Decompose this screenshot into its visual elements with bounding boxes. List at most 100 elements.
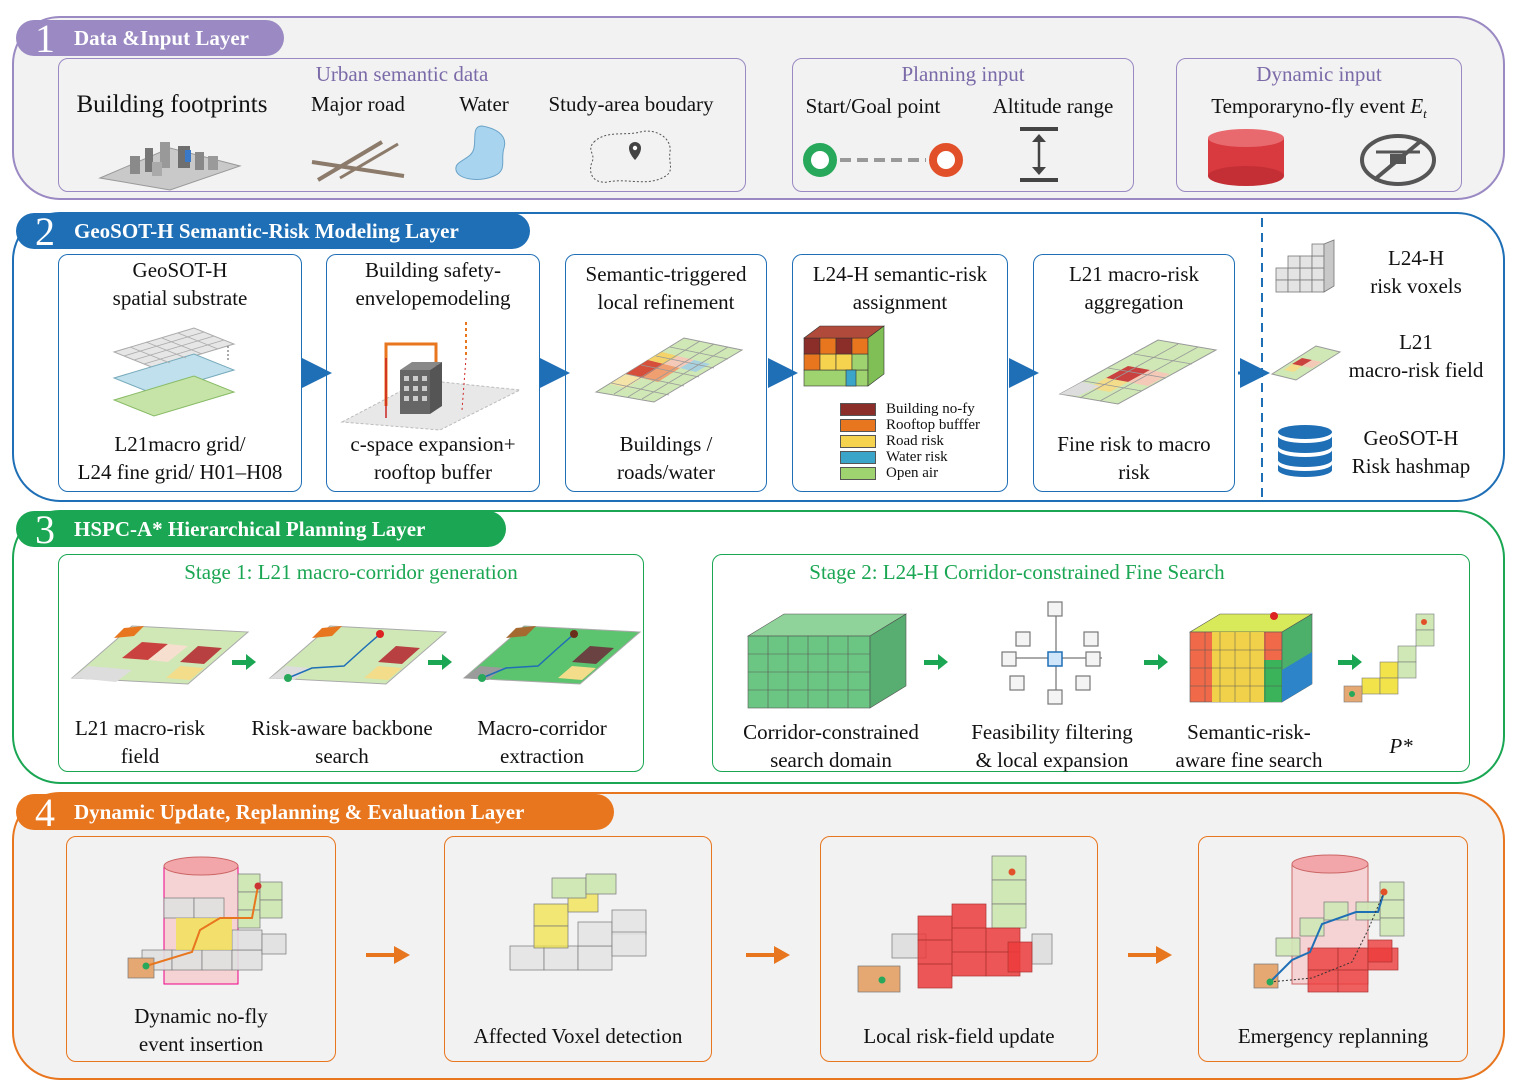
layer-4-title: Dynamic Update, Replanning & Evaluation … (74, 799, 525, 824)
stage1-step1-l1: L21 macro-risk (74, 716, 206, 740)
layer-1-number: 1 (35, 15, 55, 61)
box3-foot-1: Buildings / (619, 432, 713, 456)
stage2-step3-l2: aware fine search (1175, 748, 1323, 772)
stage1-step2-l2: search (315, 744, 369, 768)
stage2-step1-l1: Corridor-constrained (743, 720, 919, 744)
legend-building-label: Building no-fy (886, 401, 975, 417)
water-icon (455, 125, 506, 180)
major-road-icon (311, 140, 405, 182)
layer-3-number: 3 (35, 506, 55, 552)
step4-4-panel (1198, 836, 1468, 1062)
altitude-range-icon (1020, 127, 1058, 182)
step4-4-l1: Emergency replanning (1237, 1024, 1429, 1048)
step4-3-l1: Local risk-field update (863, 1024, 1055, 1048)
stage2-step1-l2: search domain (770, 748, 892, 772)
output-field-1: L21 (1399, 330, 1433, 354)
study-area-boundary-label: Study-area boudary (548, 92, 714, 116)
box3-title-1: Semantic-triggered (585, 262, 747, 286)
macro-risk-field-icon (1270, 345, 1342, 381)
legend-rooftop: Rooftop bufffer (840, 418, 980, 433)
planning-input-title: Planning input (901, 62, 1025, 86)
dynamic-input-title: Dynamic input (1256, 62, 1382, 86)
stage1-step3-l1: Macro-corridor (477, 716, 607, 740)
major-road-label: Major road (311, 92, 405, 116)
event-symbol: E (1410, 94, 1424, 118)
layer-3-badge: 3 HSPC-A* Hierarchical Planning Layer (16, 507, 506, 552)
study-area-boundary-icon (590, 130, 671, 183)
database-icon (1278, 425, 1332, 477)
planning-input-panel (792, 58, 1134, 192)
stage1-step2-l1: Risk-aware backbone (251, 716, 433, 740)
altitude-range-label: Altitude range (992, 94, 1114, 118)
no-fly-cylinder-icon (1208, 129, 1284, 186)
start-goal-icon (803, 143, 963, 177)
layer-3-title: HSPC-A* Hierarchical Planning Layer (74, 516, 426, 541)
no-fly-insertion-icon (127, 856, 287, 985)
stage1-step3-l2: extraction (500, 744, 584, 768)
legend-water-label: Water risk (886, 449, 948, 465)
stage1-backbone-icon (268, 625, 448, 685)
emergency-replanning-icon (1253, 854, 1405, 993)
box4-title-2: assignment (852, 290, 948, 314)
no-fly-event-label: Temporaryno-fly event Et (1176, 92, 1462, 128)
box2-title-2: envelopemodeling (355, 286, 511, 310)
output-voxels-2: risk voxels (1370, 274, 1462, 298)
output-hashmap-1: GeoSOT-H (1363, 426, 1459, 450)
no-fly-event-text: Temporaryno-fly event (1211, 94, 1406, 118)
legend-water: Water risk (840, 450, 948, 465)
output-hashmap-2: Risk hashmap (1351, 454, 1471, 478)
stage-1-title: Stage 1: L21 macro-corridor generation (184, 560, 518, 584)
step4-2-panel (444, 836, 712, 1062)
stage-2-panel (712, 554, 1470, 772)
stage1-macro-field-icon (70, 625, 250, 685)
stage2-step3-l1: Semantic-risk- (1187, 720, 1311, 744)
box5-foot-1: Fine risk to macro (1057, 432, 1211, 456)
no-drone-icon (1360, 134, 1436, 186)
risk-field-update-icon (857, 855, 1053, 993)
box5-title-2: aggregation (1084, 290, 1184, 314)
final-path-label: P* (1389, 734, 1413, 758)
legend-open-air: Open air (840, 466, 938, 481)
layer-4-badge: 4 Dynamic Update, Replanning & Evaluatio… (16, 790, 614, 835)
urban-semantic-title: Urban semantic data (315, 62, 489, 86)
box3-title-2: local refinement (597, 290, 735, 314)
stage1-step1-l2: field (120, 744, 160, 768)
legend-rooftop-label: Rooftop bufffer (886, 417, 981, 433)
box3-foot-2: roads/water (617, 460, 715, 484)
step4-1-panel (66, 836, 336, 1062)
layer-2-badge: 2 GeoSOT-H Semantic-Risk Modeling Layer (16, 209, 530, 254)
legend-road-label: Road risk (886, 433, 944, 449)
stage2-step2-l1: Feasibility filtering (971, 720, 1133, 744)
legend-building: Building no-fy (840, 402, 975, 417)
step4-1-l1: Dynamic no-fly (134, 1004, 268, 1028)
layer-1-title: Data &Input Layer (74, 25, 250, 50)
step4-2-l1: Affected Voxel detection (473, 1024, 683, 1048)
risk-voxels-icon (1275, 239, 1335, 293)
refinement-grid-icon (594, 337, 744, 403)
box5-foot-2: risk (1118, 460, 1150, 484)
legend-open-air-label: Open air (886, 465, 939, 481)
layer-2-title: GeoSOT-H Semantic-Risk Modeling Layer (74, 218, 459, 243)
legend-road: Road risk (840, 434, 944, 449)
box1-foot-2: L24 fine grid/ H01–H08 (77, 460, 283, 484)
risk-voxel-stack-icon (803, 325, 885, 387)
stage2-step2-l2: & local expansion (975, 748, 1129, 772)
output-field-2: macro-risk field (1348, 358, 1484, 382)
step4-1-l2: event insertion (138, 1032, 264, 1056)
corridor-search-domain-icon (746, 613, 908, 709)
layer-4-number: 4 (35, 789, 55, 835)
final-path-icon (1343, 613, 1435, 703)
feasibility-expansion-icon (1001, 601, 1102, 705)
stage-1-panel (58, 554, 644, 772)
layer-2-number: 2 (35, 208, 55, 254)
layered-grid-icon (112, 327, 236, 417)
fine-search-icon (1188, 612, 1314, 703)
affected-voxel-icon (509, 873, 647, 971)
event-subscript: t (1423, 106, 1427, 122)
box2-title-1: Building safety- (365, 258, 501, 282)
box1-title-1: GeoSOT-H (132, 258, 228, 282)
